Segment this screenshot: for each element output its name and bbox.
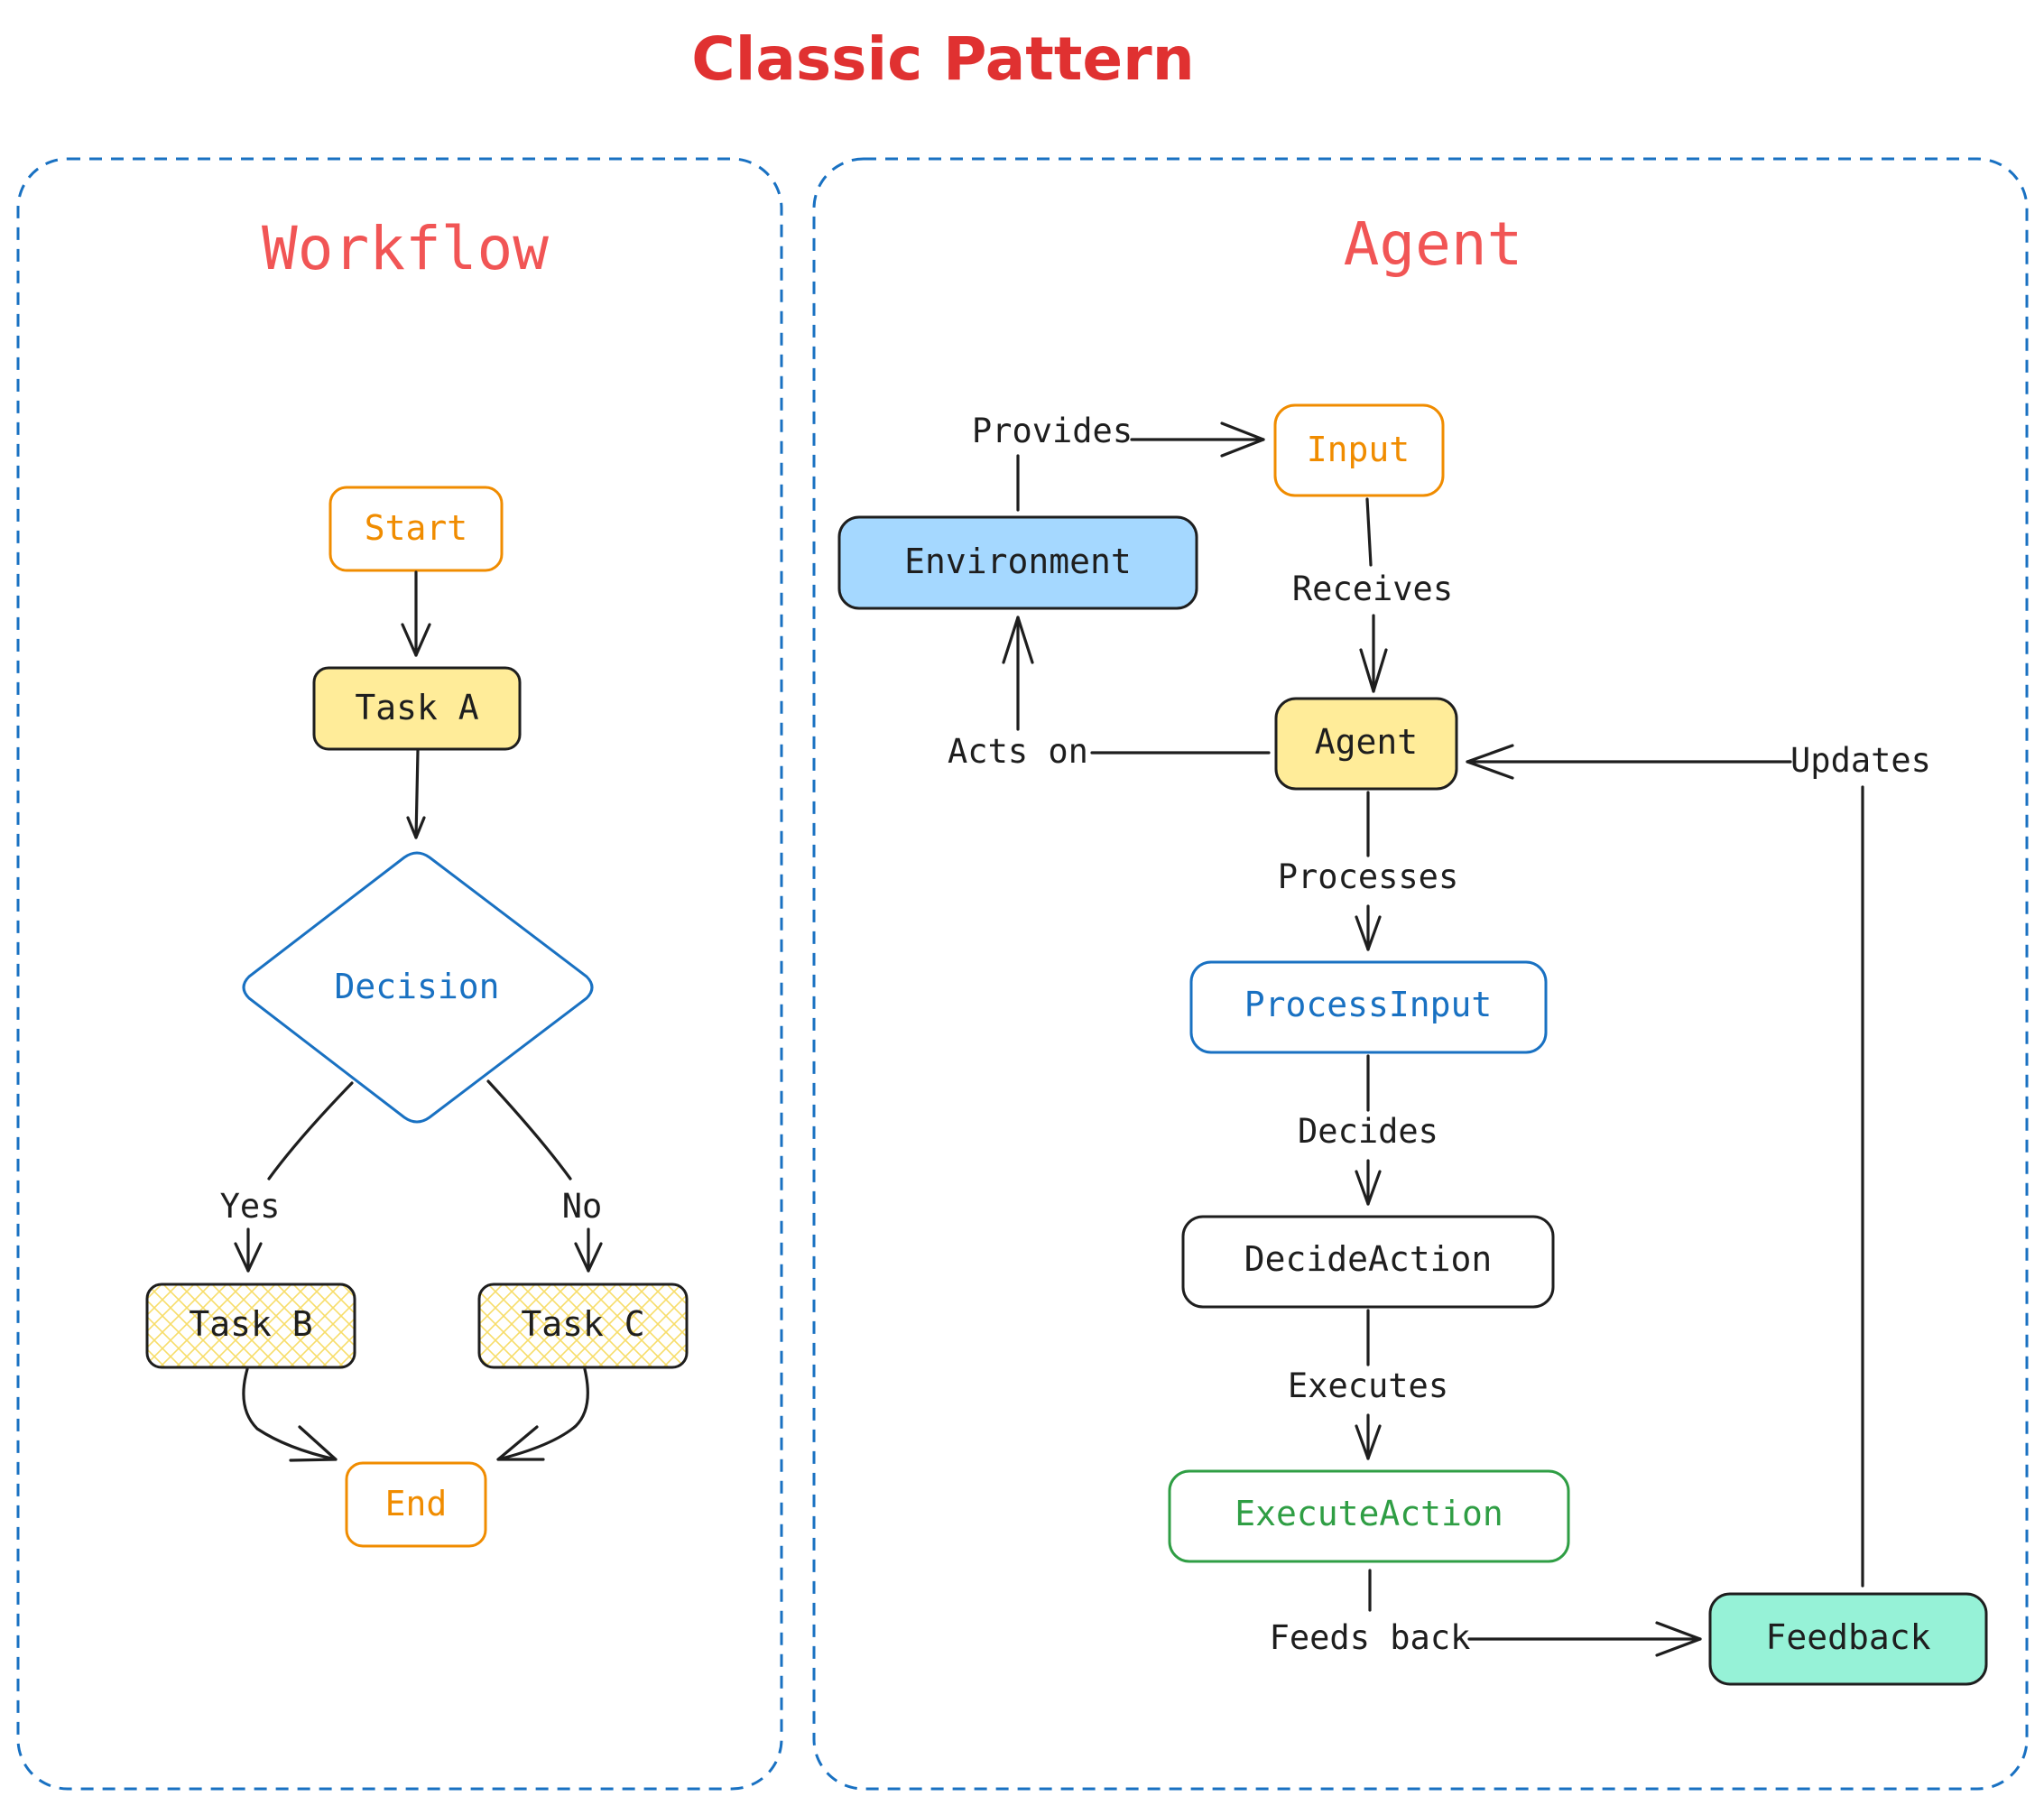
arrowhead-executes-to-execute-action — [1355, 1424, 1382, 1460]
task-b-label: Task B — [189, 1304, 312, 1344]
workflow-panel-title: Workflow — [262, 214, 549, 283]
arrowhead-provides-to-input — [1220, 421, 1265, 458]
edge-decision-to-task-b — [267, 1081, 354, 1181]
feeds-back-label: Feeds back — [1270, 1618, 1471, 1657]
decide-action-node[interactable] — [1181, 1215, 1555, 1309]
arrowhead-updates-to-agent — [1466, 744, 1514, 780]
start-node[interactable] — [328, 486, 504, 572]
edge-task-b-to-end — [242, 1367, 338, 1461]
environment-node[interactable] — [837, 515, 1198, 610]
edge-task-a-to-decision — [414, 749, 420, 839]
processes-label: Processes — [1278, 857, 1458, 896]
start-label: Start — [365, 508, 467, 548]
feedback-label: Feedback — [1765, 1617, 1930, 1657]
process-input-label: ProcessInput — [1244, 985, 1493, 1024]
edge-task-c-to-end — [496, 1367, 589, 1461]
no-label: No — [562, 1187, 603, 1226]
arrowhead-yes-to-task-b — [234, 1242, 263, 1273]
yes-label: Yes — [220, 1187, 281, 1226]
executes-label: Executes — [1288, 1366, 1448, 1405]
process-input-node[interactable] — [1189, 960, 1548, 1054]
execute-action-label: ExecuteAction — [1235, 1494, 1503, 1533]
arrowhead-task-a-to-decision — [406, 816, 426, 839]
feedback-node[interactable] — [1708, 1592, 1988, 1686]
edge-decision-to-task-c — [486, 1079, 572, 1181]
task-c-label: Task C — [521, 1304, 644, 1344]
task-c-hatch — [477, 1283, 689, 1369]
arrowhead-task-b-to-end — [289, 1425, 338, 1462]
arrowhead-acts-on-to-environment — [1002, 616, 1034, 664]
acts-on-label: Acts on — [948, 732, 1088, 771]
agent-panel-title: Agent — [1344, 209, 1523, 279]
diagram-title: Classic Pattern — [691, 24, 1194, 94]
task-a-label: Task A — [355, 688, 478, 727]
input-label: Input — [1307, 430, 1410, 469]
environment-label: Environment — [904, 542, 1132, 581]
receives-label: Receives — [1292, 570, 1453, 608]
input-node[interactable] — [1273, 403, 1445, 497]
task-b-hatch — [145, 1283, 356, 1369]
decide-action-label: DecideAction — [1244, 1239, 1493, 1279]
decision-node[interactable] — [242, 851, 594, 1124]
end-label: End — [385, 1484, 448, 1524]
arrowhead-feeds-back-to-feedback — [1655, 1621, 1702, 1657]
workflow-panel — [16, 157, 783, 1791]
agent-panel — [812, 157, 2029, 1791]
end-node[interactable] — [345, 1461, 487, 1548]
arrowhead-receives-to-agent — [1359, 648, 1388, 693]
arrowhead-no-to-task-c — [574, 1242, 603, 1273]
decides-label: Decides — [1298, 1112, 1438, 1151]
decision-label: Decision — [334, 967, 499, 1006]
updates-label: Updates — [1790, 741, 1931, 780]
arrowhead-decides-to-decide-action — [1355, 1170, 1382, 1206]
edge-input-down — [1365, 497, 1373, 567]
agent-label: Agent — [1315, 722, 1418, 762]
provides-label: Provides — [972, 412, 1133, 450]
arrowhead-processes-to-process-input — [1355, 915, 1382, 951]
arrowhead-task-c-to-end — [496, 1425, 545, 1461]
agent-node[interactable] — [1274, 697, 1458, 791]
arrowhead-start-to-task-a — [401, 623, 431, 657]
task-a-node[interactable] — [312, 666, 522, 751]
execute-action-node[interactable] — [1168, 1469, 1570, 1563]
